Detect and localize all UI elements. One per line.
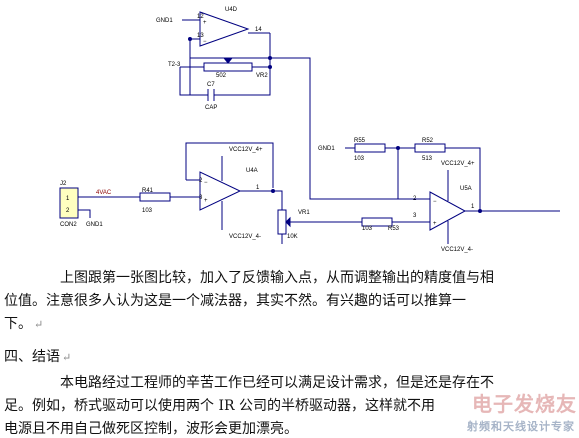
c7-ref: C7 [207, 82, 215, 88]
u5a-vcc-bot: VCC12V_4- [441, 247, 473, 253]
wire [185, 142, 274, 188]
r41-resistor [139, 192, 171, 202]
wire [270, 57, 430, 200]
paragraph-1-line: 位值。注意很多人认为这是一个减法器，其实不然。有兴趣的话可以推算一 [4, 293, 466, 309]
u5a-opamp-symbol [429, 191, 467, 231]
u5a-pin-in-pos: 3 [413, 213, 417, 219]
j2-name: CON2 [60, 222, 77, 228]
u4d-pin-in-neg: 13 [197, 33, 204, 39]
vr2-ref: VR2 [256, 73, 268, 79]
junction-dot [188, 37, 192, 41]
r53-ref: R53 [388, 226, 400, 232]
gnd-label: GND1 [318, 146, 335, 152]
j2-pin2: 2 [66, 208, 70, 214]
u4d-pin-out: 14 [255, 27, 262, 33]
wire [78, 209, 91, 218]
section-heading: 四、结语↵ [4, 349, 72, 365]
u4a-opamp-symbol [199, 171, 242, 211]
r55-resistor [354, 143, 386, 153]
u4a-plus: + [204, 198, 208, 204]
junction-dot [268, 56, 272, 60]
u5a-minus: − [433, 199, 437, 205]
net-label: T2-3 [168, 62, 181, 68]
u4d-ref: U4D [225, 7, 238, 13]
u4d-minus: − [203, 39, 207, 45]
vr1-potentiometer [277, 209, 287, 235]
vr1-value: 10K [287, 234, 298, 240]
paragraph-1-line: 下。↵ [4, 316, 44, 332]
watermark-tagline: 射频和天线设计专家 [467, 420, 575, 433]
r52-value: 513 [422, 156, 433, 162]
wire [240, 190, 283, 210]
r52-resistor [414, 143, 446, 153]
u4a-ref: U4A [246, 168, 258, 174]
u5a-vcc-top: VCC12V_4+ [441, 161, 475, 167]
u4a-pin-in-pos: 3 [199, 195, 203, 201]
junction-dot [478, 209, 482, 213]
vr2-wiper-arrow [222, 57, 234, 64]
document-body: 上图跟第一张图比较，加入了反馈输入点，从而调整输出的精度值与相 位值。注意很多人… [0, 262, 579, 437]
r41-ref: R41 [142, 188, 154, 194]
j2-connector [59, 187, 79, 219]
wire [445, 147, 481, 211]
junction-dot [271, 189, 275, 193]
paragraph-2-line: 本电路经过工程师的辛苦工作已经可以满足设计需求，但是还是存在不 [60, 375, 494, 391]
u4a-pin-in-neg: 2 [199, 178, 203, 184]
vr2-value: 502 [216, 73, 227, 79]
u4a-vcc-bot: VCC12V_4- [229, 234, 261, 240]
r55-ref: R55 [354, 138, 366, 144]
j2-signal-label: 4VAC [96, 190, 112, 196]
u4d-plus: + [203, 20, 207, 26]
gnd-label: GND1 [86, 222, 103, 228]
c7-value: CAP [205, 105, 217, 111]
watermark-logo: 电子发烧友 [472, 392, 577, 416]
u5a-pin-in-neg: 2 [413, 196, 417, 202]
wire [179, 67, 204, 96]
j2-pin1: 1 [66, 196, 70, 202]
r52-ref: R52 [422, 138, 434, 144]
r55-value: 103 [354, 156, 365, 162]
paragraph-1-line: 上图跟第一张图比较，加入了反馈输入点，从而调整输出的精度值与相 [60, 270, 494, 286]
vr2-potentiometer [203, 62, 253, 72]
u5a-ref: U5A [460, 186, 472, 192]
u4a-minus: − [204, 180, 208, 186]
r41-value: 103 [142, 208, 153, 214]
u5a-pin-out: 1 [471, 204, 475, 210]
vr1-wiper-arrow [285, 216, 291, 228]
paragraph-2-line: 足。例如，桥式驱动可以使用两个 IR 公司的半桥驱动器，这样就不用 [4, 398, 435, 414]
junction-dot [268, 65, 272, 69]
u4d-opamp-symbol [199, 11, 250, 47]
u5a-plus: + [433, 221, 437, 227]
junction-dot [396, 146, 400, 150]
r53-value: 103 [362, 226, 373, 232]
u4a-pin-out: 1 [256, 185, 260, 191]
r53-resistor [361, 217, 393, 227]
vr1-ref: VR1 [298, 210, 310, 216]
opamp-schematic: GND1 U4D 12 13 14 + − T2-3 502 VR2 C7 CA… [59, 7, 560, 253]
paragraph-mark: ↵ [34, 318, 44, 331]
paragraph-mark: ↵ [62, 351, 72, 364]
j2-ref: J2 [60, 181, 67, 187]
u4a-vcc-top: VCC12V_4+ [229, 147, 263, 153]
wire [224, 58, 271, 96]
paragraph-2-line: 电源且不用自己做死区控制，波形会更加漂亮。 [4, 421, 298, 437]
u4d-pin-in-pos: 12 [197, 14, 204, 20]
gnd-label: GND1 [156, 18, 173, 24]
